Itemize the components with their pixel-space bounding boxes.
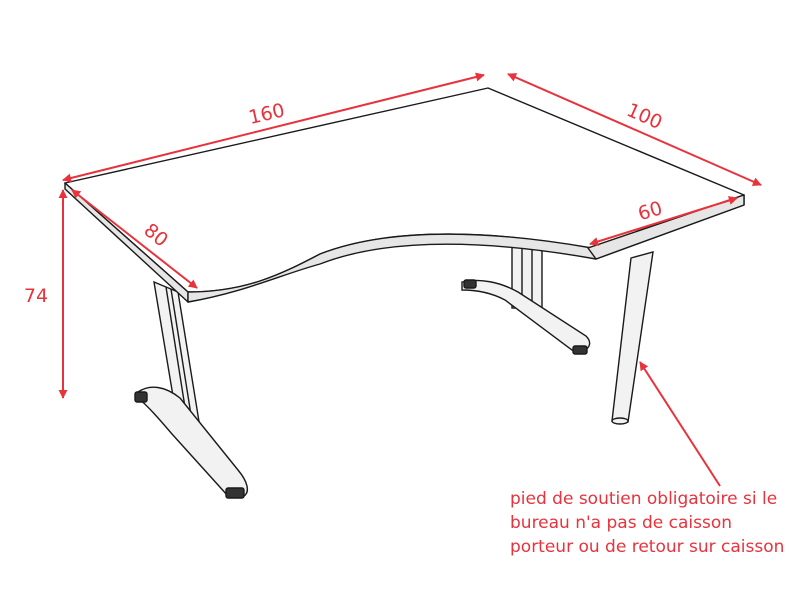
dim-label-74: 74 <box>24 285 48 307</box>
dimension-lines <box>58 72 762 487</box>
support-leg-note: pied de soutien obligatoire si le bureau… <box>510 487 795 559</box>
dim-line-80 <box>71 189 198 289</box>
note-line-3: porteur ou de retour sur caisson <box>510 537 785 557</box>
note-line-2: bureau n'a pas de caisson <box>510 513 733 533</box>
dim-line-100 <box>507 73 762 186</box>
note-line-1: pied de soutien obligatoire si le <box>510 489 778 509</box>
dim-label-100: 100 <box>623 99 665 134</box>
dim-label-160: 160 <box>247 99 287 129</box>
dim-line-60 <box>589 196 738 246</box>
dim-line-160 <box>62 72 485 183</box>
left-t-leg <box>134 280 249 499</box>
support-leg <box>611 251 654 425</box>
note-leader-arrow <box>639 361 721 487</box>
